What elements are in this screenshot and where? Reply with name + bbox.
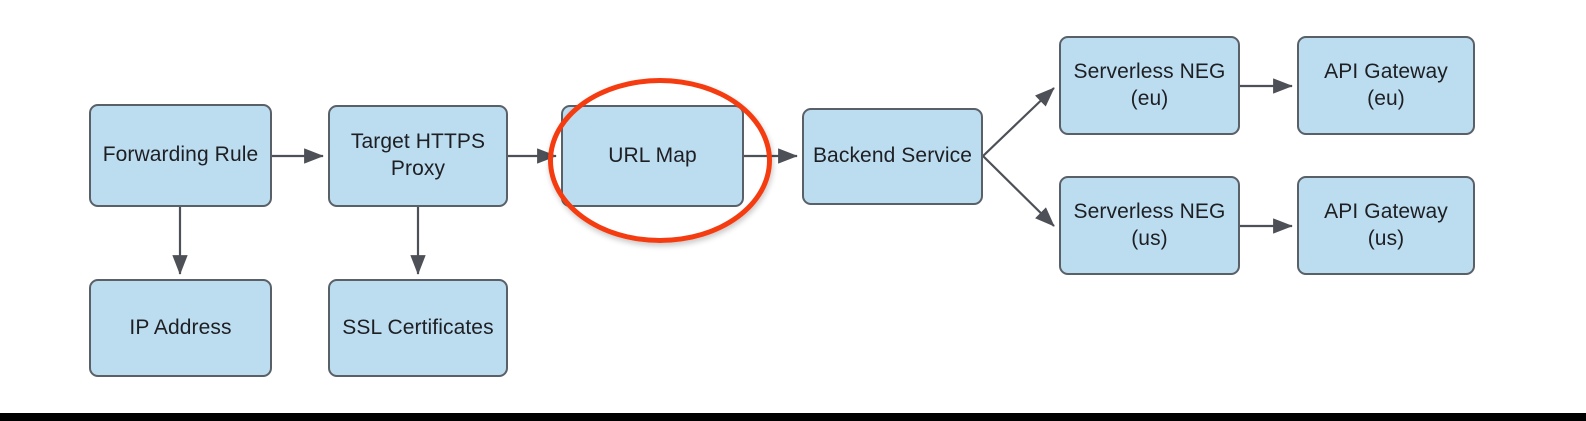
node-api-gateway-eu-label: API Gateway (eu) [1324,59,1448,110]
node-target-https-proxy-label: Target HTTPS Proxy [350,130,486,180]
node-serverless-neg-us[interactable]: Serverless NEG (us) [1059,176,1240,275]
node-serverless-neg-us-label: Serverless NEG (us) [1073,199,1226,250]
node-ip-address[interactable]: IP Address [89,279,272,377]
node-ssl-certificates[interactable]: SSL Certificates [328,279,508,377]
node-backend-service-label: Backend Service [812,144,973,168]
edge-backend-service-to-serverless-neg-eu [982,87,1055,157]
url-map-highlight-ellipse-annotation [548,78,772,243]
node-forwarding-rule[interactable]: Forwarding Rule [89,104,272,207]
node-backend-service[interactable]: Backend Service [802,108,983,205]
node-ssl-certificates-label: SSL Certificates [342,315,494,339]
node-api-gateway-us-label: API Gateway (us) [1324,199,1448,250]
node-ip-address-label: IP Address [129,315,232,339]
bottom-border-bar [0,413,1586,421]
node-api-gateway-us[interactable]: API Gateway (us) [1297,176,1475,275]
node-forwarding-rule-label: Forwarding Rule [102,143,259,167]
edge-backend-service-to-serverless-neg-us [982,155,1055,227]
node-target-https-proxy[interactable]: Target HTTPS Proxy [328,105,508,207]
node-api-gateway-eu[interactable]: API Gateway (eu) [1297,36,1475,135]
node-serverless-neg-eu-label: Serverless NEG (eu) [1073,59,1226,110]
node-serverless-neg-eu[interactable]: Serverless NEG (eu) [1059,36,1240,135]
